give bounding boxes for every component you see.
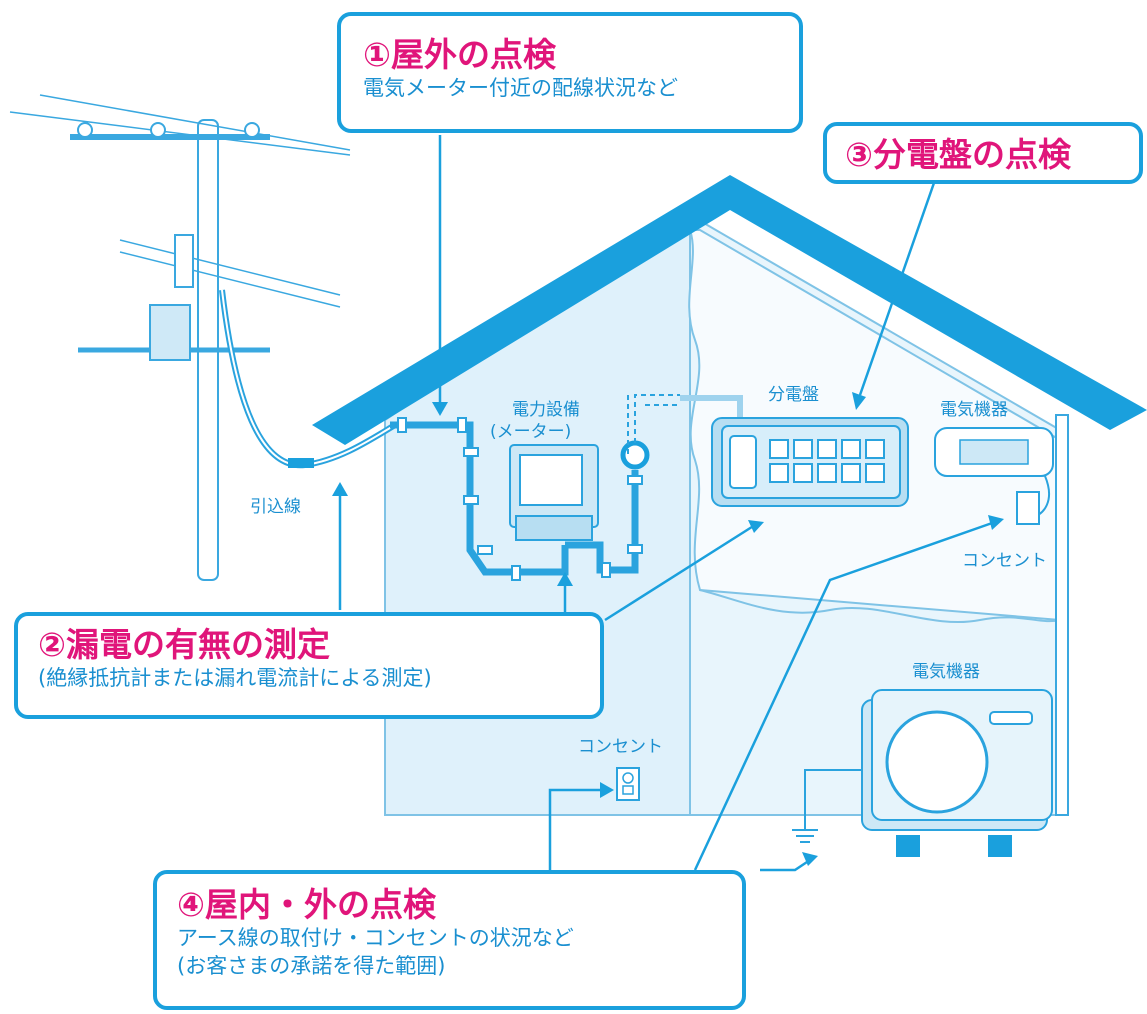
earth-wire [804, 769, 862, 830]
insulator-1 [77, 122, 93, 138]
callout-indoor-title: ④屋内・外の点検 [177, 885, 436, 924]
cable-clamp [288, 458, 314, 468]
label-meter-line2: (メーター) [490, 422, 572, 442]
meter-wiring [390, 421, 639, 576]
callout-panel-title: ③分電盤の点検 [845, 135, 1071, 174]
callout-panel-inspection: ③分電盤の点検 [823, 122, 1143, 184]
interior-wavy-bottom [699, 589, 1061, 624]
callout-outdoor-title: ①屋外の点検 [363, 35, 556, 74]
pole-insulator [174, 234, 194, 288]
callout-leakage-sub: (絶縁抵抗計または漏れ電流計による測定) [38, 665, 432, 690]
label-service-line: 引込線 [250, 497, 301, 517]
power-wire-3 [119, 239, 341, 296]
callout-indoor-sub2: (お客さまの承諾を得た範囲) [177, 954, 446, 979]
outer-wall-hatch [1055, 414, 1069, 816]
breaker-switches [769, 439, 885, 483]
ground-symbol [792, 829, 818, 843]
label-appliance-lower: 電気機器 [912, 662, 980, 682]
power-wire-4 [119, 251, 341, 308]
panel-feed-line [680, 395, 743, 420]
meter-terminal [620, 440, 650, 470]
callout-leakage-title: ②漏電の有無の測定 [38, 625, 330, 664]
insulator-3 [244, 122, 260, 138]
outlet-upper [1016, 491, 1040, 525]
label-outlet-upper: コンセント [962, 551, 1047, 571]
callout-leakage-measurement: ②漏電の有無の測定 (絶縁抵抗計または漏れ電流計による測定) [14, 612, 604, 719]
callout-outdoor-inspection: ①屋外の点検 電気メーター付近の配線状況など [337, 12, 803, 133]
meter-display [519, 454, 583, 506]
meter-base [515, 515, 593, 541]
power-wire-2 [39, 94, 351, 151]
callout-indoor-outdoor-inspection: ④屋内・外の点検 アース線の取付け・コンセントの状況など (お客さまの承諾を得た… [153, 870, 746, 1010]
service-drop-cable [219, 289, 397, 469]
dashed-signal-line [627, 394, 680, 455]
insulator-2 [150, 122, 166, 138]
callout-outdoor-sub: 電気メーター付近の配線状況など [363, 75, 678, 100]
label-distribution-board: 分電盤 [768, 385, 819, 405]
pointer-arrows [338, 135, 996, 872]
label-meter-line1: 電力設備 [512, 400, 580, 420]
callout-indoor-sub1: アース線の取付け・コンセントの状況など [177, 925, 574, 950]
label-appliance-upper: 電気機器 [940, 400, 1008, 420]
pole-transformer [149, 304, 191, 361]
power-wire-1 [9, 111, 351, 156]
outdoor-ac-fan-grille [885, 710, 989, 814]
label-outlet-lower: コンセント [578, 737, 663, 757]
